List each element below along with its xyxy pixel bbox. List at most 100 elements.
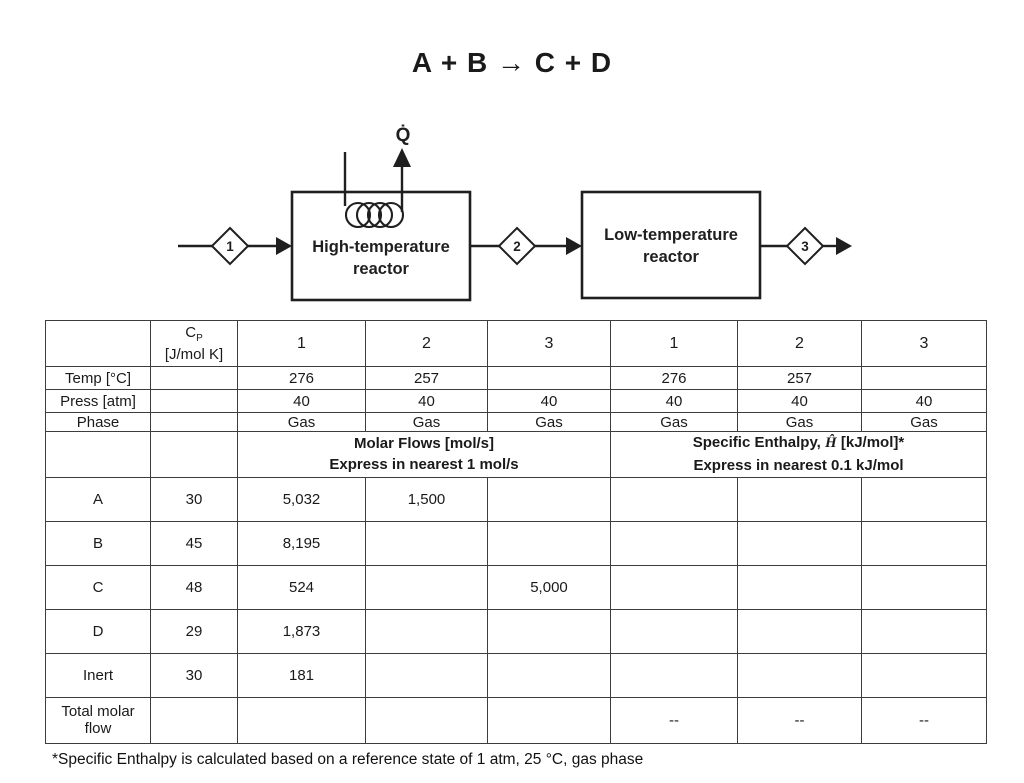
- flows-col-2-header: 2: [365, 320, 488, 367]
- phase-enthalpy-3: Gas: [861, 412, 987, 432]
- phase-flow-2: Gas: [365, 412, 488, 432]
- species-c-label: C: [45, 564, 151, 610]
- cp-header-cell: CP [J/mol K]: [150, 320, 238, 367]
- low-temp-reactor-label-line1: Low-temperature: [604, 226, 738, 244]
- high-temp-reactor-label-line2: reactor: [353, 260, 410, 278]
- enthalpy-col-3-header: 3: [861, 320, 987, 367]
- reaction-equation: A + B → C + D: [411, 47, 613, 78]
- total-flow-3: [487, 696, 611, 744]
- phase-enthalpy-1: Gas: [610, 412, 738, 432]
- stream-3-arrowhead: [836, 237, 852, 255]
- species-c-enthalpy-1: [610, 564, 738, 610]
- species-row-a: A 30 5,032 1,500: [45, 476, 987, 522]
- species-b-flow-1: 8,195: [237, 520, 366, 566]
- species-b-flow-2: [365, 520, 488, 566]
- species-a-enthalpy-3: [861, 476, 987, 522]
- molar-flows-title: Molar Flows [mol/s]: [353, 434, 494, 452]
- subheader-blank-cp: [150, 431, 238, 478]
- stream-1-diamond: [210, 226, 250, 266]
- high-temp-reactor-label-line1: High-temperature: [312, 238, 450, 256]
- species-inert-flow-1: 181: [237, 652, 366, 698]
- species-c-flow-3: 5,000: [487, 564, 611, 610]
- table-header-row: CP [J/mol K] 1 2 3 1 2 3: [45, 320, 987, 367]
- species-a-flow-2: 1,500: [365, 476, 488, 522]
- press-enthalpy-1: 40: [610, 389, 738, 413]
- species-b-cp: 45: [150, 520, 238, 566]
- molar-flows-section-header: Molar Flows [mol/s] Express in nearest 1…: [237, 431, 611, 478]
- species-d-flow-3: [487, 608, 611, 654]
- total-flow-label: Total molar flow: [45, 696, 151, 744]
- corner-blank-cell: [45, 320, 151, 367]
- stream-3-diamond: [785, 226, 825, 266]
- stream-3-label: 3: [801, 239, 809, 254]
- total-enthalpy-2: --: [737, 696, 862, 744]
- enthalpy-col-1-header: 1: [610, 320, 738, 367]
- total-flow-row: Total molar flow -- -- --: [45, 696, 987, 744]
- enthalpy-reference-footnote: *Specific Enthalpy is calculated based o…: [52, 751, 644, 768]
- low-temp-reactor-box: [580, 190, 762, 300]
- species-inert-label: Inert: [45, 652, 151, 698]
- heating-coil: [344, 201, 405, 229]
- species-inert-enthalpy-2: [737, 652, 862, 698]
- species-inert-enthalpy-1: [610, 652, 738, 698]
- temp-cp-cell: [150, 366, 238, 390]
- species-row-d: D 29 1,873: [45, 608, 987, 654]
- species-c-flow-2: [365, 564, 488, 610]
- species-inert-flow-2: [365, 652, 488, 698]
- species-d-enthalpy-3: [861, 608, 987, 654]
- enthalpy-title: Specific Enthalpy, Ĥ [kJ/mol]*: [613, 432, 984, 454]
- species-inert-cp: 30: [150, 652, 238, 698]
- species-d-enthalpy-2: [737, 608, 862, 654]
- species-a-enthalpy-1: [610, 476, 738, 522]
- press-cp-cell: [150, 389, 238, 413]
- species-b-enthalpy-1: [610, 520, 738, 566]
- enthalpy-col-2-header: 2: [737, 320, 862, 367]
- species-c-enthalpy-3: [861, 564, 987, 610]
- total-flow-cp: [150, 696, 238, 744]
- temp-flow-3: [487, 366, 611, 390]
- species-row-b: B 45 8,195: [45, 520, 987, 566]
- low-temp-reactor-label-line2: reactor: [643, 248, 700, 266]
- cp-subscript: P: [196, 332, 203, 344]
- press-flow-3: 40: [487, 389, 611, 413]
- temp-enthalpy-2: 257: [737, 366, 862, 390]
- press-row-label: Press [atm]: [45, 389, 151, 413]
- stream-table: CP [J/mol K] 1 2 3 1 2 3 Temp [°C] 276 2…: [45, 320, 987, 744]
- species-c-flow-1: 524: [237, 564, 366, 610]
- temp-row-label: Temp [°C]: [45, 366, 151, 390]
- enthalpy-hhat-symbol: Ĥ: [825, 435, 837, 451]
- species-a-label: A: [45, 476, 151, 522]
- press-enthalpy-3: 40: [861, 389, 987, 413]
- species-a-cp: 30: [150, 476, 238, 522]
- species-d-flow-1: 1,873: [237, 608, 366, 654]
- species-a-flow-1: 5,032: [237, 476, 366, 522]
- species-d-label: D: [45, 608, 151, 654]
- total-flow-2: [365, 696, 488, 744]
- press-flow-2: 40: [365, 389, 488, 413]
- flows-col-1-header: 1: [237, 320, 366, 367]
- enthalpy-title-suffix: [kJ/mol]*: [836, 434, 905, 451]
- species-inert-flow-3: [487, 652, 611, 698]
- section-header-row: Molar Flows [mol/s] Express in nearest 1…: [45, 431, 987, 478]
- total-flow-1: [237, 696, 366, 744]
- species-b-label: B: [45, 520, 151, 566]
- enthalpy-section-header: Specific Enthalpy, Ĥ [kJ/mol]* Express i…: [610, 431, 987, 478]
- total-enthalpy-3: --: [861, 696, 987, 744]
- species-row-inert: Inert 30 181: [45, 652, 987, 698]
- subheader-blank-label: [45, 431, 151, 478]
- species-d-enthalpy-1: [610, 608, 738, 654]
- species-d-cp: 29: [150, 608, 238, 654]
- stream-1-arrowhead: [276, 237, 292, 255]
- total-enthalpy-1: --: [610, 696, 738, 744]
- stream-2-label: 2: [513, 239, 521, 254]
- species-b-flow-3: [487, 520, 611, 566]
- stream-2-arrowhead: [566, 237, 582, 255]
- heat-arrowhead: [393, 148, 411, 167]
- species-a-enthalpy-2: [737, 476, 862, 522]
- phase-enthalpy-2: Gas: [737, 412, 862, 432]
- species-b-enthalpy-3: [861, 520, 987, 566]
- stream-2-diamond: [497, 226, 537, 266]
- enthalpy-precision: Express in nearest 0.1 kJ/mol: [693, 456, 904, 474]
- species-c-enthalpy-2: [737, 564, 862, 610]
- heat-duty-label: Q̇: [396, 124, 411, 146]
